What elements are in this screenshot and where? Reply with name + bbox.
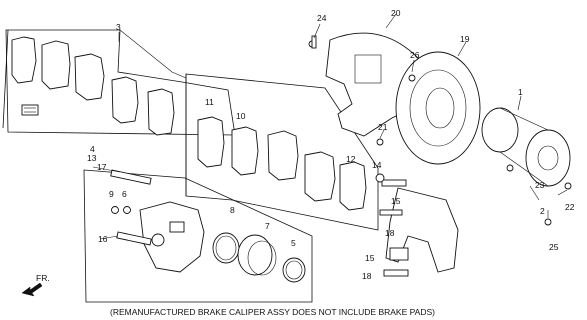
pad-shims-and-clips	[379, 179, 409, 277]
callout-10: 10	[236, 111, 246, 121]
callout-3: 3	[116, 22, 121, 32]
callout-21: 21	[378, 122, 388, 132]
callout-9: 9	[109, 189, 114, 199]
brake-pad-set	[11, 36, 175, 136]
diagram-caption: (REMANUFACTURED BRAKE CALIPER ASSY DOES …	[110, 307, 435, 317]
callout-23: 23	[535, 180, 545, 190]
callout-13: 13	[87, 153, 97, 163]
wheel-hub	[481, 107, 571, 187]
callout-11: 11	[205, 97, 214, 107]
callout-2: 2	[540, 206, 545, 216]
callout-8: 8	[230, 205, 235, 215]
callout-4: 4	[90, 144, 95, 154]
front-direction-label: FR.	[36, 273, 50, 283]
pad-set-box	[2, 29, 236, 136]
callout-6: 6	[122, 189, 127, 199]
callout-12: 12	[346, 154, 356, 164]
callout-18-upper: 18	[385, 228, 395, 238]
brake-rotor	[395, 51, 481, 165]
callout-5: 5	[291, 238, 296, 248]
callout-1: 1	[518, 87, 523, 97]
callout-15-upper: 15	[391, 196, 401, 206]
caliper-box	[83, 169, 313, 303]
front-direction-arrow: FR.	[21, 273, 50, 297]
piston-and-seals	[212, 232, 306, 283]
callout-17: 17	[97, 162, 107, 172]
callout-22: 22	[565, 202, 575, 212]
leader-lines	[92, 13, 568, 240]
callout-25: 25	[549, 242, 559, 252]
callout-18-lower: 18	[362, 271, 372, 281]
callout-24: 24	[317, 13, 327, 23]
small-bolts	[308, 35, 572, 226]
pad-box-inner	[185, 73, 379, 231]
caliper-bolts	[110, 169, 152, 246]
caliper-body	[139, 201, 205, 273]
callout-14: 14	[372, 160, 382, 170]
inner-pads	[197, 116, 367, 211]
callout-20: 20	[391, 8, 401, 18]
callout-19: 19	[460, 34, 470, 44]
callout-7: 7	[265, 221, 270, 231]
callout-15-lower: 15	[365, 253, 375, 263]
caliper-bracket	[385, 187, 459, 273]
callout-26: 26	[410, 50, 420, 60]
callout-16: 16	[98, 234, 108, 244]
callout-numbers: 3 4 13 17 9 6 16 8 7 5 11 10 12 24 20 19…	[87, 8, 575, 281]
